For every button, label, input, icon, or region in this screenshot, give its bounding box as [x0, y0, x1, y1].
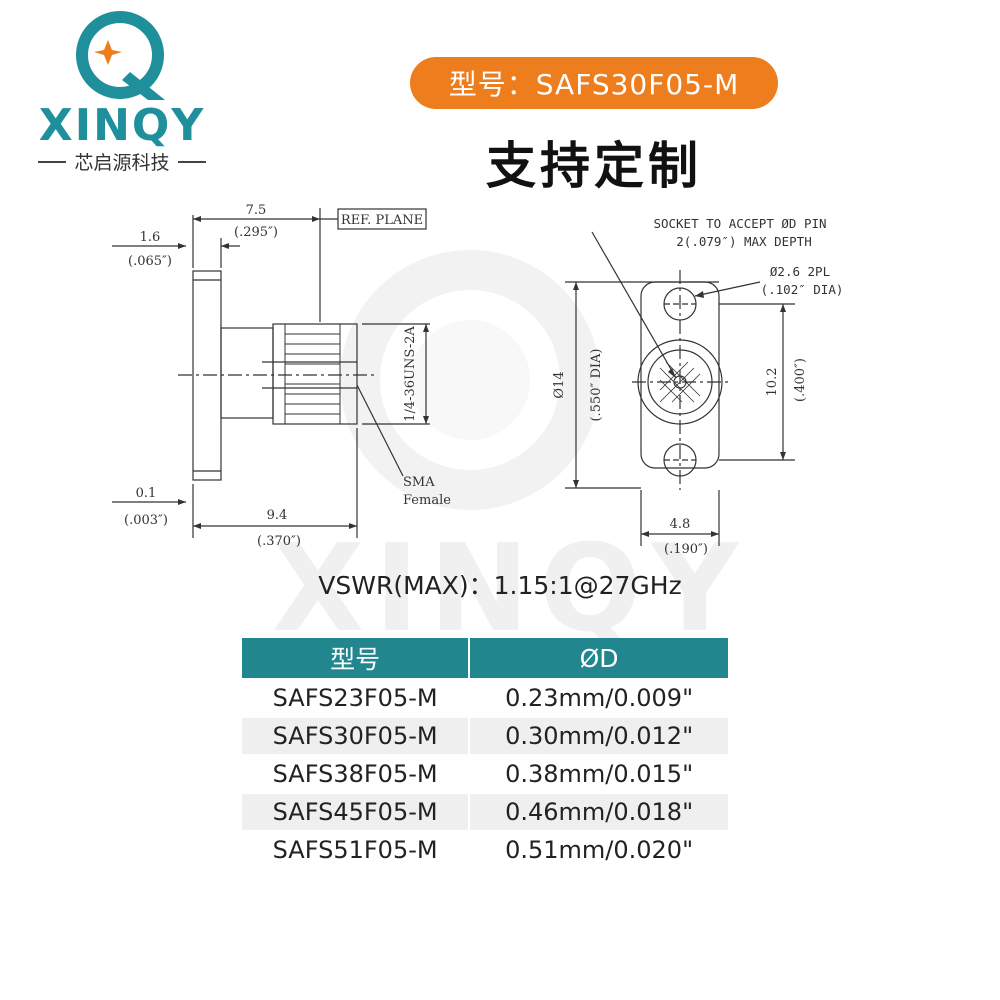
- watermark-text: XINQY: [271, 520, 749, 659]
- table-row: SAFS45F05-M 0.46mm/0.018": [242, 794, 728, 830]
- dim-0-1-in: (.003″): [124, 513, 168, 528]
- header-diameter: ØD: [470, 638, 728, 678]
- dim-9-4: 9.4: [267, 508, 288, 523]
- table-row: SAFS51F05-M 0.51mm/0.020": [242, 832, 728, 868]
- female-label: Female: [403, 493, 451, 508]
- thread-spec: 1/4-36UNS-2A: [403, 326, 418, 422]
- cell-diameter: 0.23mm/0.009": [505, 684, 694, 712]
- dim-d14: Ø14: [552, 371, 567, 398]
- dim-10-2-in: (.400″): [793, 358, 808, 402]
- dim-0-1: 0.1: [136, 486, 157, 501]
- table-row: SAFS38F05-M 0.38mm/0.015": [242, 756, 728, 792]
- cell-model: SAFS23F05-M: [272, 684, 438, 712]
- technical-drawing: 7.5 (.295″) REF. PLANE 1.6 (.065″) 1/4-3…: [112, 203, 844, 557]
- header-model: 型号: [242, 638, 469, 678]
- dim-1-6-in: (.065″): [128, 254, 172, 269]
- side-neck: [220, 327, 274, 419]
- dim-7-5: 7.5: [246, 203, 267, 218]
- hole-note-2: (.102″ DIA): [761, 282, 844, 297]
- dim-4-8: 4.8: [670, 517, 691, 532]
- cell-model: SAFS51F05-M: [272, 836, 438, 864]
- front-socket-hatch: [659, 361, 701, 403]
- cell-diameter: 0.38mm/0.015": [505, 760, 694, 788]
- model-pill: 型号：SAFS30F05-M: [410, 57, 778, 109]
- cell-model: SAFS38F05-M: [272, 760, 438, 788]
- dim-7-5-in: (.295″): [234, 225, 278, 240]
- cell-diameter: 0.46mm/0.018": [470, 794, 728, 830]
- hole-note-1: Ø2.6 2PL: [770, 264, 830, 279]
- table-row: SAFS23F05-M 0.23mm/0.009": [242, 680, 728, 716]
- sma-label: SMA: [403, 475, 435, 490]
- ref-plane-label: REF. PLANE: [341, 213, 423, 228]
- socket-note-2: 2(.079″) MAX DEPTH: [676, 234, 811, 249]
- cell-model: SAFS45F05-M: [242, 794, 469, 830]
- thread-lines: [284, 324, 341, 424]
- cell-model: SAFS30F05-M: [242, 718, 469, 754]
- model-spec-table: 型号 ØD SAFS23F05-M 0.23mm/0.009" SAFS30F0…: [240, 636, 730, 870]
- brand-subtitle: 芯启源科技: [22, 148, 222, 175]
- dim-10-2: 10.2: [765, 368, 780, 397]
- custom-title: 支持定制: [486, 137, 702, 195]
- brand-logo: [76, 11, 165, 100]
- side-thread-body: [272, 323, 358, 425]
- dim-4-8-in: (.190″): [664, 542, 708, 557]
- dim-9-4-in: (.370″): [257, 534, 301, 549]
- dim-d14-in: (.550″ DIA): [589, 348, 604, 421]
- table-row: SAFS30F05-M 0.30mm/0.012": [242, 718, 728, 754]
- cell-diameter: 0.30mm/0.012": [470, 718, 728, 754]
- brand-subtitle-text: 芯启源科技: [74, 152, 170, 174]
- ref-plane-box: [337, 208, 427, 230]
- cell-diameter: 0.51mm/0.020": [505, 836, 694, 864]
- subtitle-rule-right: [177, 160, 206, 163]
- vswr-spec: VSWR(MAX)：1.15:1@27GHz: [318, 571, 682, 600]
- dim-1-6: 1.6: [140, 230, 161, 245]
- subtitle-rule-left: [38, 160, 67, 163]
- socket-note-1: SOCKET TO ACCEPT ØD PIN: [653, 216, 826, 231]
- table-header-row: 型号 ØD: [242, 638, 728, 678]
- brand-name: XINQY: [38, 100, 206, 151]
